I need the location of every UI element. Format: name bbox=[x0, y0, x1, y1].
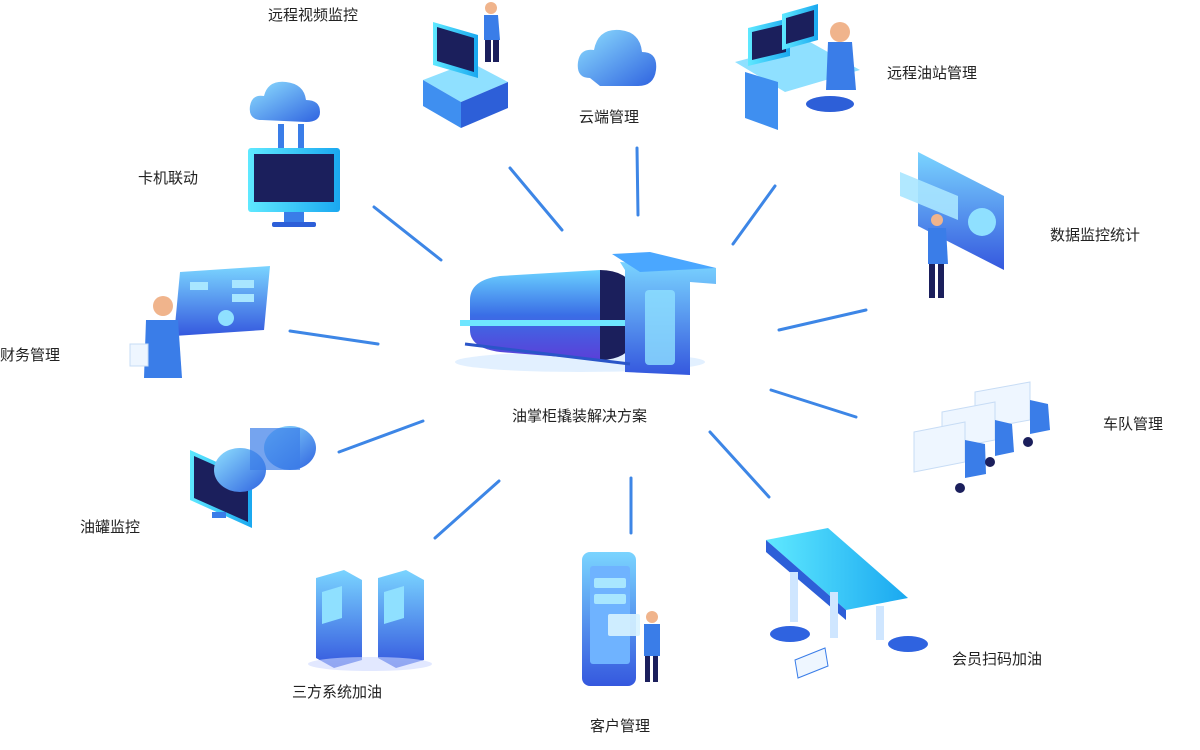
monitor-person-icon bbox=[423, 2, 508, 128]
connector-cloud bbox=[635, 146, 640, 217]
center-label: 油掌柜撬装解决方案 bbox=[512, 407, 648, 425]
node-label-member-scan: 会员扫码加油 bbox=[952, 650, 1043, 668]
connector-card-link bbox=[372, 205, 443, 262]
connector-member-scan bbox=[708, 430, 771, 499]
node-label-data-stats: 数据监控统计 bbox=[1050, 226, 1141, 244]
phone-person-icon bbox=[582, 552, 660, 686]
node-label-remote-video: 远程视频监控 bbox=[268, 6, 359, 24]
connector-remote-station bbox=[731, 184, 777, 246]
node-label-third-party: 三方系统加油 bbox=[292, 683, 383, 701]
connector-tank-monitor bbox=[337, 419, 425, 454]
connector-third-party bbox=[433, 479, 501, 540]
node-label-fleet: 车队管理 bbox=[1103, 415, 1164, 433]
gas-station-icon bbox=[766, 528, 928, 679]
finance-board-icon bbox=[129, 266, 270, 378]
skid-station-icon bbox=[455, 252, 716, 375]
connector-remote-video bbox=[508, 166, 564, 232]
node-label-finance: 财务管理 bbox=[0, 346, 61, 364]
cloud-icon bbox=[577, 29, 657, 86]
connector-finance bbox=[288, 329, 380, 346]
tank-monitor-icon bbox=[190, 426, 316, 528]
workstation-icon bbox=[735, 4, 860, 130]
connector-lines bbox=[288, 146, 868, 540]
node-label-remote-station: 远程油站管理 bbox=[887, 64, 978, 82]
node-label-tank-monitor: 油罐监控 bbox=[80, 518, 141, 536]
node-label-card-link: 卡机联动 bbox=[138, 169, 199, 187]
node-label-cloud: 云端管理 bbox=[579, 108, 640, 126]
trucks-icon bbox=[913, 381, 1050, 493]
kiosk-icon bbox=[308, 570, 432, 671]
cloud-computer-icon bbox=[248, 81, 340, 227]
connector-fleet bbox=[769, 388, 858, 419]
connector-data-stats bbox=[777, 308, 868, 332]
node-label-customer: 客户管理 bbox=[590, 717, 651, 735]
dashboard-presenter-icon bbox=[900, 152, 1004, 298]
